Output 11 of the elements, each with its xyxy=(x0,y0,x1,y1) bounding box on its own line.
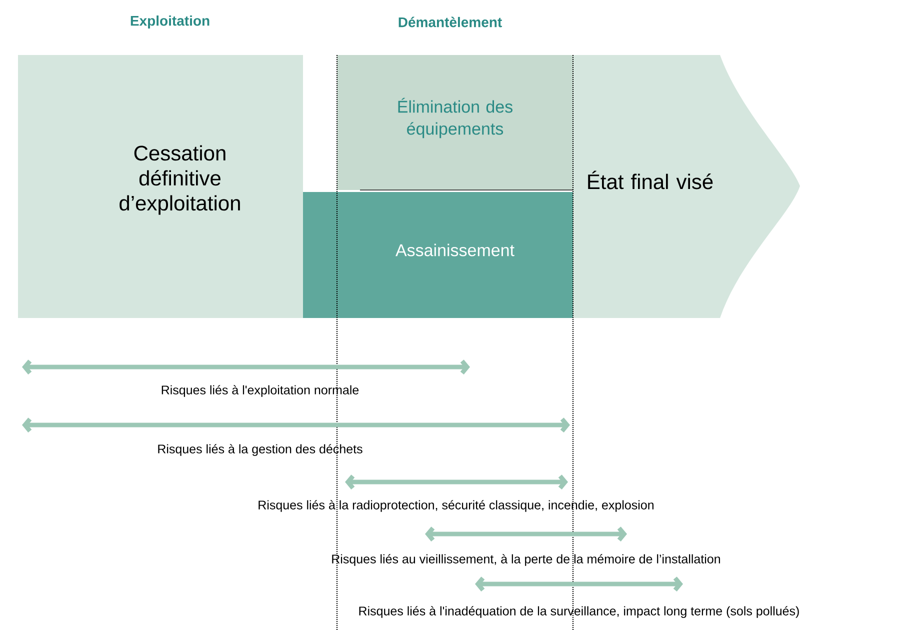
phase-box: Élimination des équipements xyxy=(337,55,573,190)
risk-label: Risques liés à la radioprotection, sécurité classique, incendie, explosion xyxy=(258,500,654,512)
risk-label: Risques liés à la gestion des déchets xyxy=(158,444,362,456)
phase-box: Assainissement xyxy=(303,192,573,318)
risk-label: Risques liés au vieillissement, à la perte de la mémoire de l’installation xyxy=(332,554,720,566)
risk-label: Risques liés à l'inadéquation de la surveillance, impact long terme (sols pollués) xyxy=(359,606,799,618)
phase-box: Cessation définitive d’exploitation xyxy=(18,55,303,318)
phase-heading: Exploitation xyxy=(130,15,210,29)
phase-heading: Démantèlement xyxy=(398,16,502,28)
phase-box: État final visé xyxy=(573,55,800,318)
risk-label: Risques liés à l'exploitation normale xyxy=(162,385,359,397)
